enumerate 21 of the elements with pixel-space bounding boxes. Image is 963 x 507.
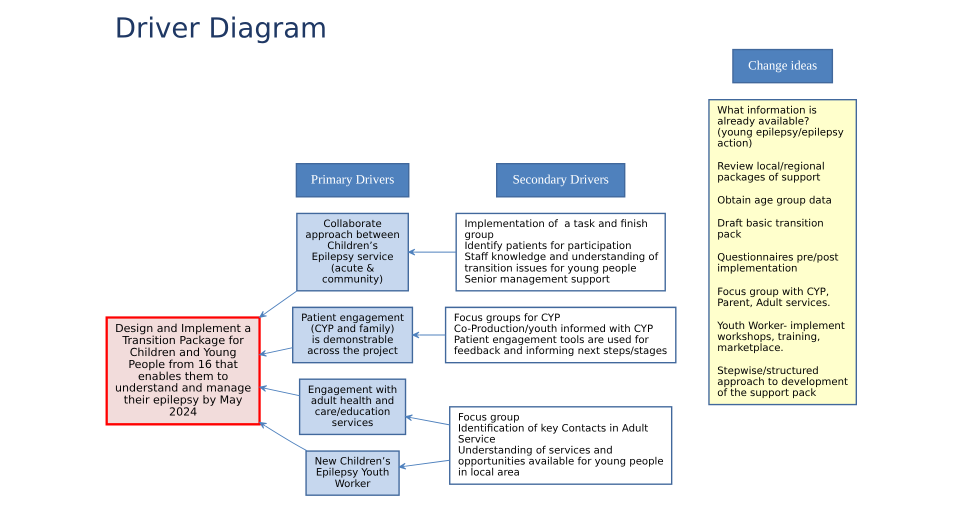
diagram-title: Driver Diagram [114,12,328,45]
arrow [412,332,446,338]
node-box: Patient engagement (CYP and family) is demonstrable across the project [292,306,414,364]
arrow [259,347,294,357]
node-box: Change ideas [732,48,834,84]
node-box: New Children’s Epilepsy Youth Worker [305,450,400,496]
node-box: What information is already available? (young epilepsy/epilepsy action) Review local/regional packages of support Obtain age group data Draft basic transition pack Questionnaires pre/post implementation Focus group with CYP, Parent, Adult services. Youth Worker- implement workshops, training, marketplace. Stepwise/structured approach to development of the support pack [708,99,857,406]
node-box: Design and Implement a Transition Package for Children and Young People from 16 that enables them to understand and manage their epilepsy by May 2024 [106,316,261,426]
arrow [405,414,450,426]
arrow [259,385,300,396]
node-box: Engagement with adult health and care/education services [298,378,406,436]
arrow [259,290,298,318]
node-box: Implementation of a task and finish group Identify patients for participation Staff knowledge and understanding of transition issues for young people Senior management support [455,212,666,292]
arrow [259,422,308,452]
arrow [398,460,450,470]
node-box: Focus group Identification of key Contacts in Adult Service Understanding of services and opportunities available for young people in local area [449,406,672,485]
node-box: Focus groups for CYP Co-Production/youth informed with CYP Patient engagement tools are used for feedback and informing next steps/stages [444,306,676,364]
node-box: Collaborate approach between Children’s Epilepsy service (acute & community) [296,212,409,292]
arrow [408,248,456,256]
node-box: Secondary Drivers [496,163,626,198]
node-box: Primary Drivers [296,163,410,198]
